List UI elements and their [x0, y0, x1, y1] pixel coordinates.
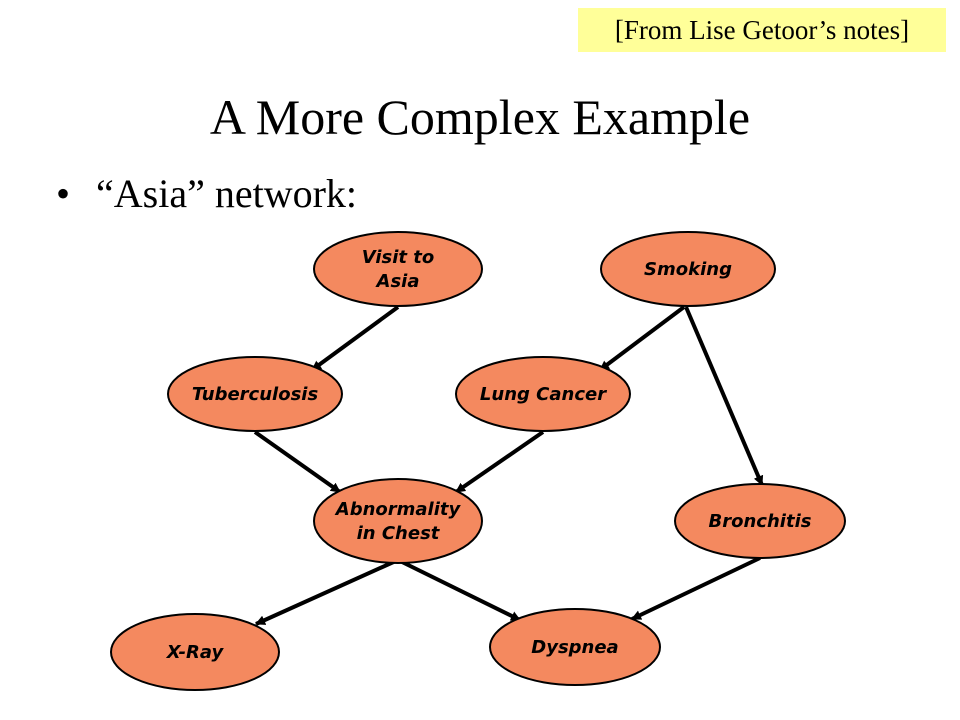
edge-tuberculosis-to-abnormality [253, 430, 342, 494]
node-x-ray: X-Ray [110, 613, 280, 691]
edges-layer [253, 305, 764, 626]
node-shape [455, 356, 631, 432]
node-label: X-Ray [166, 642, 225, 663]
node-lung-cancer: Lung Cancer [455, 356, 631, 432]
edge-abnormality-to-dyspnea [397, 558, 521, 622]
source-note: [From Lise Getoor’s notes] [578, 8, 946, 52]
node-shape [167, 356, 343, 432]
node-shape [313, 231, 483, 307]
node-label: Asia [375, 271, 420, 292]
node-shape [674, 483, 846, 559]
node-shape [313, 478, 483, 564]
edge-bronchitis-to-dyspnea [631, 556, 761, 621]
node-label: in Chest [357, 523, 441, 544]
node-label: Dyspnea [531, 637, 618, 658]
node-visit: Visit to Asia [313, 231, 483, 307]
node-bronchitis: Bronchitis [674, 483, 846, 559]
node-tuberculosis: Tuberculosis [167, 356, 343, 432]
node-shape [489, 608, 661, 686]
node-label: Lung Cancer [480, 384, 607, 405]
node-label: Smoking [644, 259, 732, 280]
node-label: Bronchitis [709, 511, 812, 532]
edge-abnormality-to-x-ray [255, 558, 399, 626]
bullet-text: “Asia” network: [96, 171, 358, 216]
node-smoking: Smoking [600, 231, 776, 307]
node-label: Visit to [362, 247, 435, 268]
node-dyspnea: Dyspnea [489, 608, 661, 686]
bullet-icon: • [56, 171, 71, 216]
node-shape [110, 613, 280, 691]
slide-title: A More Complex Example [209, 89, 751, 145]
edge-visit-to-tuberculosis [310, 305, 400, 372]
edge-lung-cancer-to-abnormality [454, 430, 545, 494]
source-note-text: [From Lise Getoor’s notes] [614, 14, 910, 45]
edge-smoking-to-lung-cancer [598, 305, 686, 372]
edge-smoking-to-bronchitis [684, 306, 764, 486]
node-label: Abnormality [334, 499, 462, 520]
bullet-item: • “Asia” network: [56, 170, 357, 217]
node-shape [600, 231, 776, 307]
node-label: Tuberculosis [192, 384, 319, 405]
node-abnormality: Abnormality in Chest [313, 478, 483, 564]
